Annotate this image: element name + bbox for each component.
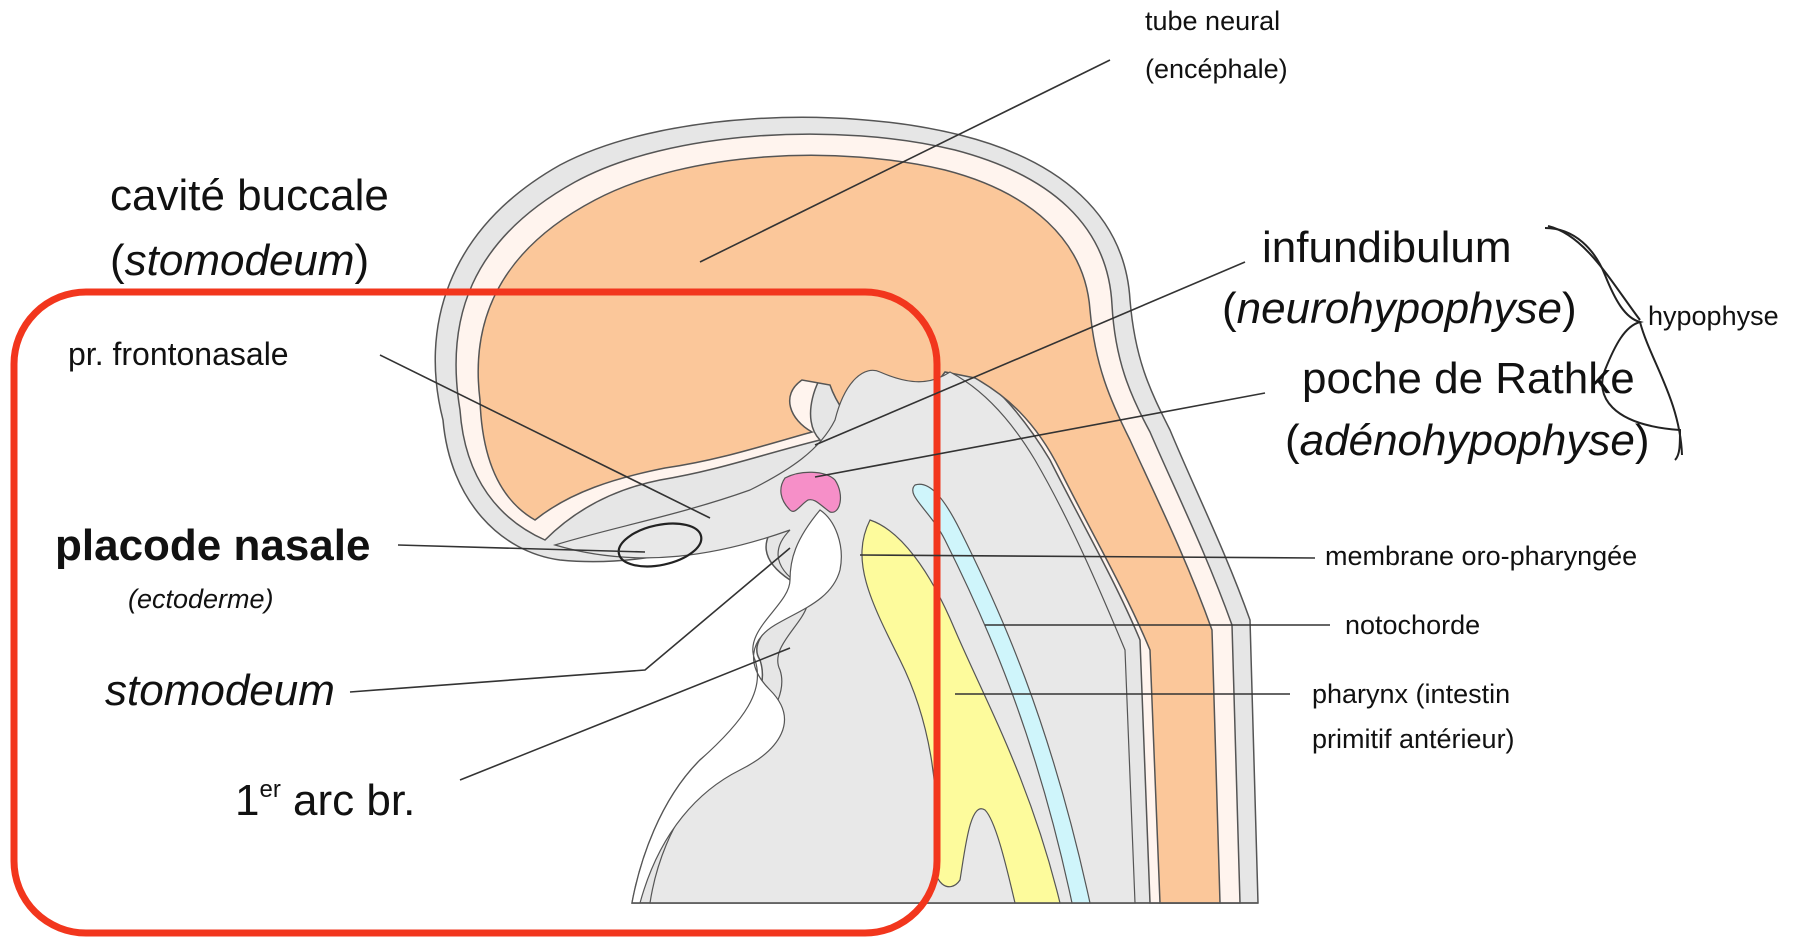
label-tube-neural-1: tube neural xyxy=(1145,6,1280,36)
label-arc: 1er arc br. xyxy=(235,776,415,825)
label-infundibulum-2: (neurohypophyse) xyxy=(1222,284,1577,333)
label-rathke-close: ) xyxy=(1635,416,1650,465)
label-placode-1: placode nasale xyxy=(55,521,370,570)
label-cavite-open: ( xyxy=(110,236,125,285)
label-placode-2: (ectoderme) xyxy=(128,584,274,614)
label-hypophyse: hypophyse xyxy=(1648,301,1779,331)
label-rathke-italic: adénohypophyse xyxy=(1300,416,1635,465)
label-membrane: membrane oro-pharyngée xyxy=(1325,541,1637,571)
label-pharynx-1: pharynx (intestin xyxy=(1312,679,1510,709)
label-arc-sup: er xyxy=(259,776,280,803)
label-arc-prefix: 1 xyxy=(235,776,259,825)
label-cavite-close: ) xyxy=(355,236,370,285)
label-infundibulum-italic: neurohypophyse xyxy=(1237,284,1562,333)
label-infundibulum-open: ( xyxy=(1222,284,1237,333)
label-cavite-buccale-2: (stomodeum) xyxy=(110,236,369,285)
label-rathke-2: (adénohypophyse) xyxy=(1285,416,1650,465)
label-cavite-buccale-1: cavité buccale xyxy=(110,171,389,220)
label-infundibulum-close: ) xyxy=(1562,284,1577,333)
anatomy xyxy=(435,117,1258,903)
label-notochorde: notochorde xyxy=(1345,610,1480,640)
label-infundibulum-1: infundibulum xyxy=(1262,223,1512,272)
label-rathke-open: ( xyxy=(1285,416,1300,465)
label-cavite-italic: stomodeum xyxy=(125,236,355,285)
label-frontonasale: pr. frontonasale xyxy=(68,336,289,372)
leader-stomodeum xyxy=(350,548,790,692)
label-arc-rest: arc br. xyxy=(281,776,416,825)
label-rathke-1: poche de Rathke xyxy=(1302,354,1635,403)
label-tube-neural-2: (encéphale) xyxy=(1145,54,1288,84)
label-stomodeum: stomodeum xyxy=(105,666,335,715)
label-pharynx-2: primitif antérieur) xyxy=(1312,724,1515,754)
